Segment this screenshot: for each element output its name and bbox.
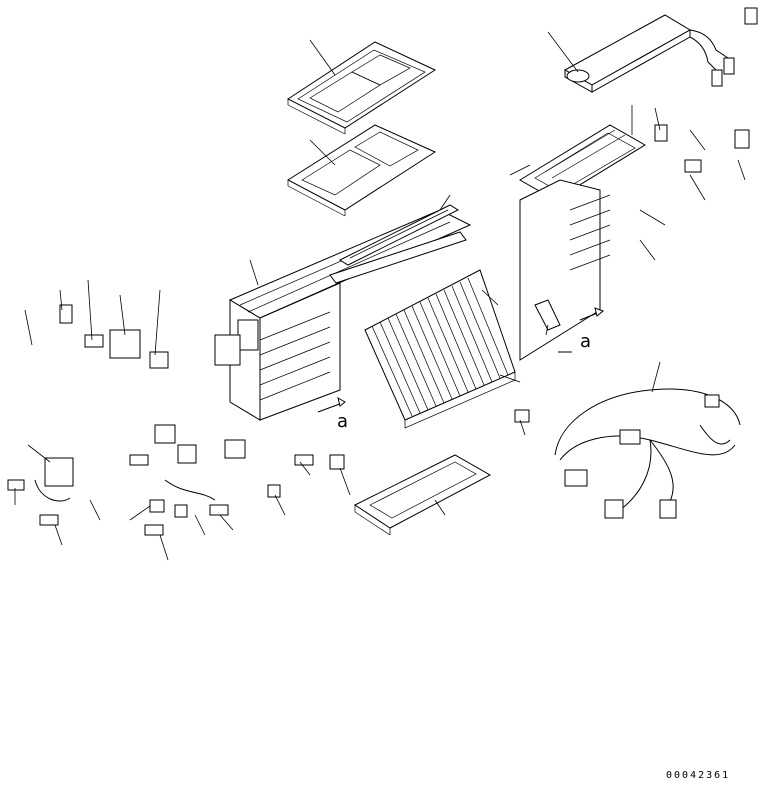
lower-air-filter xyxy=(287,124,437,217)
heater-core xyxy=(563,14,735,93)
leader-lines xyxy=(14,31,746,561)
callout-label-a-left: a xyxy=(337,411,348,432)
gasket-frame xyxy=(353,454,492,536)
wiring-harness xyxy=(554,388,741,519)
drawing-number: 00042361 xyxy=(666,770,731,781)
upper-air-filter xyxy=(287,41,437,135)
callout-arrows xyxy=(317,307,604,413)
side-panel xyxy=(519,179,611,361)
bracket xyxy=(534,299,561,331)
damper-plates xyxy=(329,204,467,284)
callout-label-a-right: a xyxy=(580,331,591,352)
small-parts xyxy=(7,7,758,536)
evaporator-core xyxy=(364,269,516,429)
